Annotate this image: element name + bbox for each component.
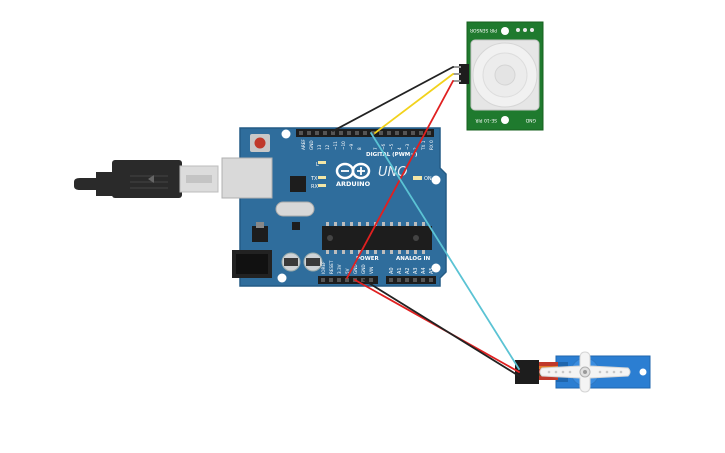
- pin-label-7: 7: [373, 147, 378, 150]
- tx-label: TX: [310, 176, 318, 182]
- pin-label-a3: A3: [413, 267, 419, 274]
- mount-hole: [277, 273, 287, 283]
- crystal-oscillator: [275, 201, 315, 217]
- pin-label-9: ~9: [349, 143, 354, 150]
- wire-servo-gnd[interactable]: [363, 279, 520, 377]
- pir-mount-hole: [501, 27, 509, 35]
- arduino-logo-icon: [335, 162, 371, 180]
- pir-pin-label: GND: [525, 117, 536, 123]
- pin-label-a5: A5: [429, 267, 435, 274]
- wire-servo-signal[interactable]: [370, 132, 520, 370]
- pir-top-label: PIR SENSOR: [470, 27, 497, 33]
- pin-label-a4: A4: [421, 267, 427, 274]
- rx-label: RX: [311, 184, 318, 190]
- mount-hole: [431, 175, 441, 185]
- voltage-regulator: [252, 226, 268, 242]
- analog-header[interactable]: [386, 276, 436, 284]
- pin-label-3v3: 3.3V: [337, 264, 342, 274]
- pin-label-ioref: IOREF: [321, 261, 326, 274]
- pin-label-a0: A0: [389, 267, 395, 274]
- pin-label-vin: VIN: [369, 267, 374, 274]
- pin-label-4: 4: [397, 147, 402, 150]
- usb-symbol-icon: [148, 175, 154, 183]
- pin-label-11: ~11: [333, 141, 338, 150]
- usb-cable[interactable]: [74, 160, 219, 198]
- pin-label-a1: A1: [397, 267, 403, 274]
- pin-label-tx: TX 1: [421, 140, 426, 151]
- arduino-wordmark: ARDUINO: [336, 180, 371, 188]
- wire-pir-signal[interactable]: [374, 73, 454, 134]
- pin-label-6: ~6: [381, 143, 386, 150]
- pin-label-12: 12: [325, 144, 330, 150]
- pir-bottom-label: SE-10 PIR: [475, 117, 497, 123]
- on-label: ON: [424, 176, 432, 182]
- power-led: [413, 176, 422, 180]
- arduino-board[interactable]: DIGITAL (PWM~) L TX RX ON ARDUINO UNO PO…: [221, 127, 447, 287]
- usb-cable-end: [74, 178, 100, 190]
- mount-hole: [281, 129, 291, 139]
- mount-hole: [431, 263, 441, 273]
- digital-label: DIGITAL (PWM~): [366, 152, 418, 158]
- pin-label-a2: A2: [405, 267, 411, 274]
- pin-label-rx: RX 0: [429, 140, 434, 150]
- pin-label-3: ~3: [405, 143, 410, 150]
- wires: [332, 66, 520, 377]
- pir-sensor[interactable]: PIR SENSOR SE-10 PIR GND: [453, 21, 544, 131]
- pin-label-2: 2: [413, 147, 418, 150]
- pin-label-10: ~10: [341, 141, 346, 150]
- usb-plug-body: [112, 160, 182, 198]
- pin-label-gnd: GND: [361, 264, 366, 274]
- pin-label-aref: AREF: [301, 139, 306, 150]
- pin-label-8: 8: [357, 147, 362, 150]
- pin-label-gnd: GND: [353, 264, 358, 274]
- pir-mount-hole: [501, 116, 509, 124]
- pin-label-5v: 5V: [345, 268, 350, 274]
- pin-label-gnd-top: GND: [309, 140, 314, 150]
- pir-connector: [459, 64, 469, 84]
- analog-label: ANALOG IN: [396, 256, 431, 262]
- uno-label: UNO: [378, 165, 407, 180]
- led-l-label: L: [316, 162, 319, 168]
- pin-label-reset: RESET: [329, 260, 334, 274]
- usb-socket: [221, 157, 273, 199]
- reset-button[interactable]: [254, 137, 266, 149]
- usb-cable-strain: [96, 172, 114, 196]
- power-label: POWER: [356, 256, 380, 262]
- usb-chip: [290, 176, 306, 192]
- servo-motor[interactable]: [515, 351, 651, 393]
- wire-pir-gnd[interactable]: [332, 66, 454, 132]
- pin-label-5: ~5: [389, 143, 394, 150]
- pin-label-13: 13: [317, 144, 322, 150]
